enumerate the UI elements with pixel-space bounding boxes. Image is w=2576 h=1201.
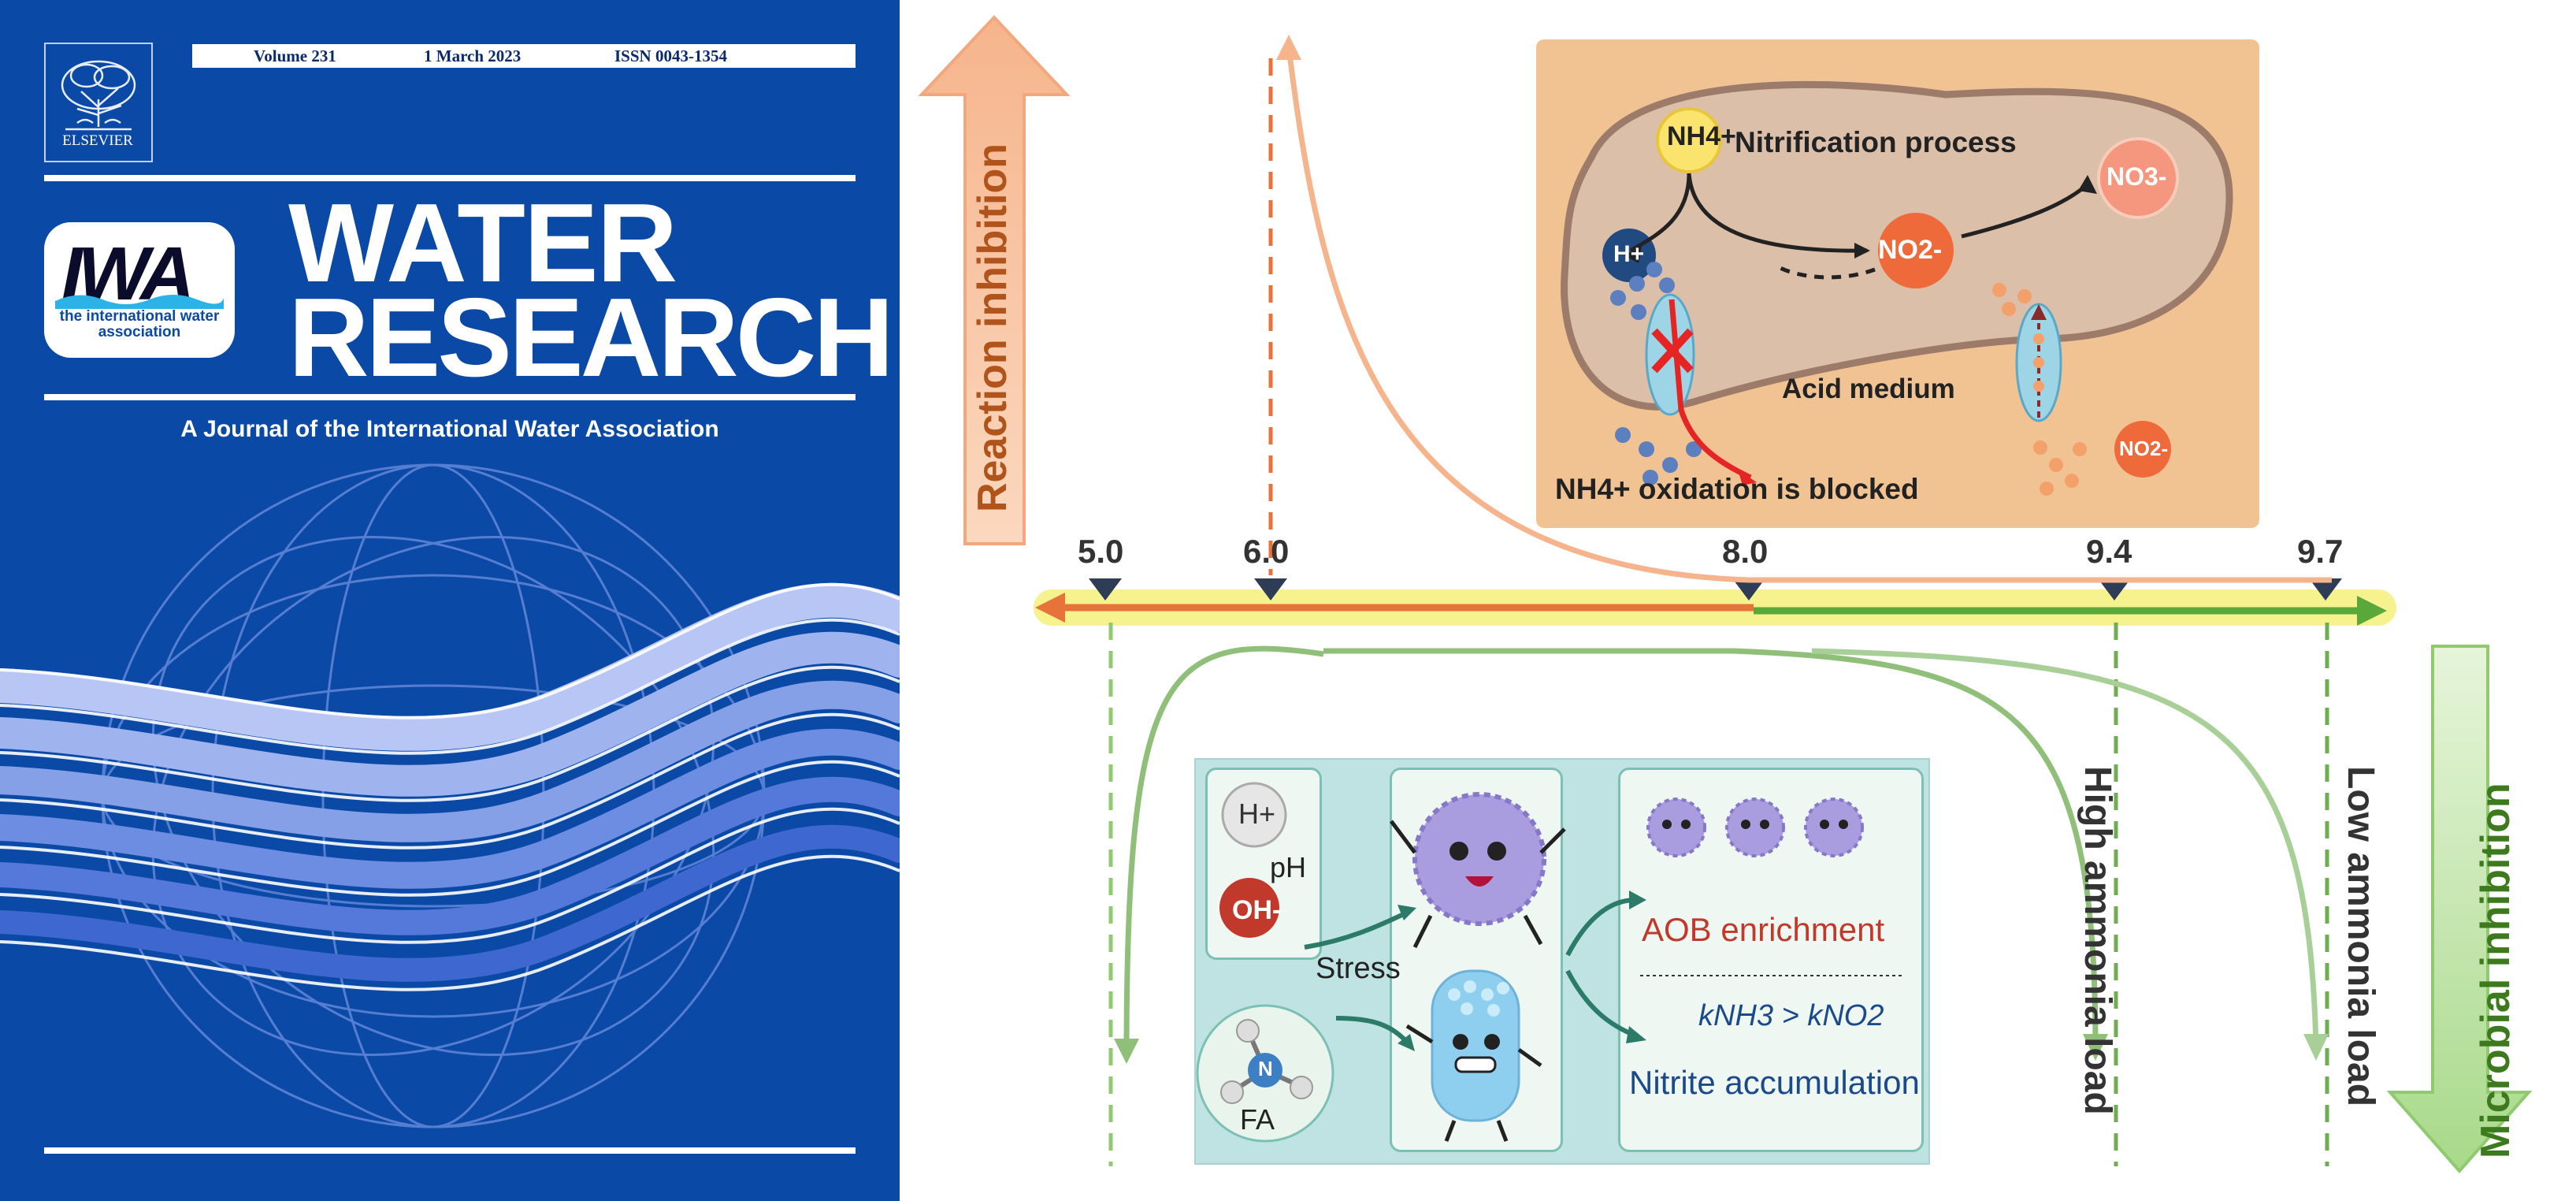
- journal-cover: Volume 231 1 March 2023 ISSN 0043-1354 E…: [0, 0, 900, 1201]
- microbial-inhibition-label: Microbial inhibition: [2473, 783, 2518, 1158]
- tick-label-5: 5.0: [1078, 533, 1124, 570]
- iwa-wave-icon: [55, 295, 224, 309]
- journal-subtitle: A Journal of the International Water Ass…: [180, 416, 719, 442]
- no2-transporter: [1992, 283, 2087, 496]
- tick-label-9-7: 9.7: [2297, 533, 2344, 570]
- microbial-inhibition-arrow: [2386, 645, 2533, 1174]
- microbial-curve-low-ph: [1123, 645, 1324, 1057]
- no2-small-circle: [2114, 421, 2171, 478]
- iwa-subtitle: the international water association: [59, 308, 220, 340]
- journal-title-line1: WATER: [288, 180, 677, 306]
- ammonia-molecule: [1220, 1019, 1313, 1104]
- cover-info-bar: Volume 231 1 March 2023 ISSN 0043-1354: [192, 44, 856, 68]
- acid-medium-label: Acid medium: [1782, 374, 1955, 404]
- nh4-label: NH4+: [1667, 121, 1736, 151]
- tick-label-8: 8.0: [1722, 533, 1769, 570]
- h-plus-small-label: H+: [1238, 798, 1276, 830]
- rate-ratio-label: kNH3 > kNO2: [1698, 999, 1884, 1032]
- no3-label: NO3-: [2106, 162, 2167, 191]
- no2-small-label: NO2-: [2119, 437, 2169, 460]
- oh-minus-label: OH-: [1232, 895, 1282, 925]
- microbial-diagram: [1196, 782, 1903, 1143]
- alkaline-arrowhead: [2357, 596, 2387, 626]
- date-label: 1 March 2023: [424, 46, 522, 65]
- fa-label: FA: [1240, 1103, 1275, 1136]
- nh4-circle: [1656, 107, 1722, 173]
- aob-bacterium: [1390, 792, 1566, 949]
- tick-label-9-4: 9.4: [2086, 533, 2132, 570]
- top-rule: [44, 175, 856, 181]
- mid-rule: [44, 394, 856, 400]
- high-ammonia-load-label: High ammonia load: [2077, 766, 2118, 1115]
- microbial-curve-high-load: [1323, 648, 2099, 1049]
- tree-icon: [61, 60, 136, 131]
- tick-label-6: 6.0: [1243, 533, 1290, 570]
- ph-label: pH: [1270, 851, 1307, 883]
- low-ammonia-load-label: Low ammonia load: [2340, 766, 2381, 1107]
- volume-label: Volume 231: [254, 46, 336, 65]
- reaction-inhibition-arrow: [918, 15, 1071, 545]
- nitrogen-atom-label: N: [1258, 1057, 1273, 1080]
- no2-label: NO2-: [1878, 235, 1943, 265]
- acid-arrowhead: [1035, 593, 1065, 623]
- stress-label: Stress: [1316, 952, 1401, 985]
- h-plus-sphere: [1221, 782, 1287, 848]
- elsevier-logo: [44, 43, 153, 162]
- publisher-name: ELSEVIER: [62, 132, 133, 149]
- no3-circle: [2097, 137, 2179, 219]
- blocked-transporter: [1610, 262, 1757, 485]
- iwa-logo: [44, 222, 235, 358]
- oxidation-blocked-label: NH4+ oxidation is blocked: [1555, 473, 1919, 505]
- oh-minus-sphere: [1219, 878, 1279, 938]
- reaction-inhibition-label: Reaction inhibition: [970, 143, 1015, 512]
- nitrification-process-label: Nitrification process: [1735, 126, 2017, 158]
- nitrification-diagram: [1561, 80, 2233, 496]
- aob-enrichment-label: AOB enrichment: [1642, 911, 1885, 948]
- bottom-rule: [44, 1147, 856, 1154]
- issn-label: ISSN 0043-1354: [614, 46, 727, 65]
- ph-tick-markers: [1089, 578, 2342, 600]
- nob-bacterium: [1405, 969, 1542, 1142]
- globe-wave-artwork: [0, 463, 900, 1128]
- no2-circle: [1878, 213, 1954, 288]
- h-plus-label: H+: [1613, 241, 1645, 267]
- journal-title-line2: RESEARCH: [288, 275, 894, 400]
- nitrite-accumulation-label: Nitrite accumulation: [1629, 1064, 1920, 1101]
- microbial-curve-low-load: [1811, 648, 2319, 1049]
- reaction-inhibition-curve: [1286, 46, 2332, 583]
- aob-enrichment-bacteria: [1646, 798, 1864, 857]
